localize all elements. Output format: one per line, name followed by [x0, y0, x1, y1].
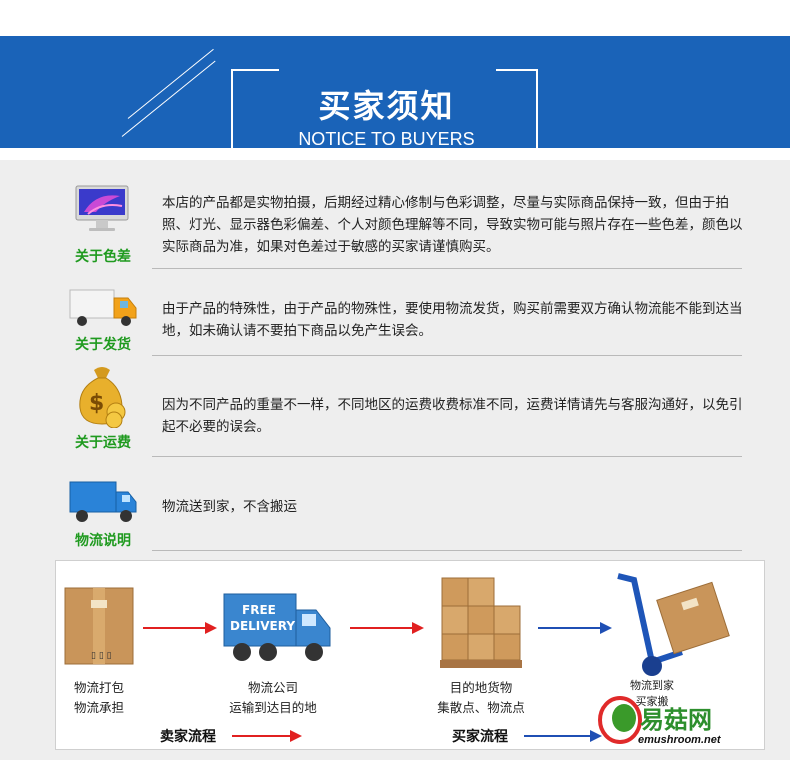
flow-step-4-caption: 物流到家 买家搬 — [612, 678, 692, 710]
pallet-boxes-icon — [440, 577, 522, 668]
flow-step-2-line2: 运输到达目的地 — [229, 700, 317, 715]
delivery-truck-icon — [69, 481, 137, 522]
arrow-right — [524, 730, 602, 742]
svg-text:$: $ — [89, 391, 104, 416]
section-label: 关于色差 — [75, 249, 131, 265]
page-title: 买家须知 — [318, 87, 455, 125]
section-text: 本店的产品都是实物拍摄，后期经过精心修制与色彩调整，尽量与实际商品保持一致，但由… — [162, 195, 743, 255]
hand-truck-icon — [617, 573, 730, 676]
page-subtitle: NOTICE TO BUYERS — [298, 129, 475, 149]
notice-color-difference: 关于色差 本店的产品都是实物拍摄，后期经过精心修制与色彩调整，尽量与实际商品保持… — [62, 180, 743, 272]
divider — [152, 268, 742, 269]
arrow-right — [232, 730, 302, 742]
divider — [152, 550, 742, 551]
header-banner: 买家须知 NOTICE TO BUYERS — [0, 36, 790, 165]
flow-step-4-line2: 买家搬 — [635, 695, 669, 708]
flow-step-2-caption: 物流公司 运输到达目的地 — [208, 678, 338, 718]
seller-process-label: 卖家流程 — [160, 729, 216, 745]
svg-text:DELIVERY: DELIVERY — [230, 619, 295, 633]
truck-icon — [69, 289, 137, 326]
monitor-icon — [75, 185, 129, 231]
section-text: 由于产品的特殊性，由于产品的物殊性，要使用物流发货，购买前需要双方确认物流能不能… — [162, 301, 743, 339]
watermark-url: emushroom.net — [638, 734, 721, 746]
decorative-line — [121, 60, 216, 137]
flow-step-3-line1: 目的地货物 — [449, 680, 513, 695]
buyer-process-label: 买家流程 — [452, 729, 508, 745]
section-label: 关于发货 — [75, 337, 131, 353]
decorative-line — [127, 48, 214, 119]
flow-step-2-line1: 物流公司 — [247, 680, 298, 695]
notice-logistics: 物流说明 物流送到家，不含搬运 — [62, 476, 742, 552]
section-text: 物流送到家，不含搬运 — [162, 499, 297, 515]
flow-step-1-line2: 物流承担 — [73, 700, 124, 715]
flow-step-3-line2: 集散点、物流点 — [437, 700, 525, 715]
watermark-name: 易菇网 — [640, 706, 712, 734]
flow-step-3-caption: 目的地货物 集散点、物流点 — [416, 678, 546, 718]
notice-freight: $ 关于运费 因为不同产品的重量不一样，不同地区的运费收费标准不同，运费详情请先… — [62, 364, 743, 457]
logistics-flow-panel — [55, 560, 765, 750]
section-label: 物流说明 — [75, 533, 131, 549]
title-frame: 买家须知 NOTICE TO BUYERS — [231, 69, 538, 165]
svg-text:FREE: FREE — [242, 603, 276, 617]
flow-step-1-caption: 物流打包 物流承担 — [34, 678, 164, 718]
flow-step-4-line1: 物流到家 — [630, 679, 674, 692]
section-label: 关于运费 — [75, 435, 131, 451]
mushroom-logo-icon — [598, 696, 642, 744]
box-icon: ▯ ▯ ▯ — [64, 587, 134, 665]
notice-shipping: 关于发货 由于产品的特殊性，由于产品的物殊性，要使用物流发货，购买前需要双方确认… — [62, 280, 743, 358]
arrow-right — [350, 622, 424, 634]
divider — [152, 355, 742, 356]
arrow-right — [538, 622, 612, 634]
arrow-right — [143, 622, 217, 634]
free-delivery-truck-icon: FREE DELIVERY — [223, 593, 331, 661]
divider — [152, 456, 742, 457]
section-text: 因为不同产品的重量不一样，不同地区的运费收费标准不同，运费详情请先与客服沟通好，… — [162, 397, 743, 435]
money-bag-icon: $ — [79, 367, 126, 428]
svg-text:▯ ▯ ▯: ▯ ▯ ▯ — [91, 651, 112, 661]
flow-step-1-line1: 物流打包 — [73, 680, 124, 695]
